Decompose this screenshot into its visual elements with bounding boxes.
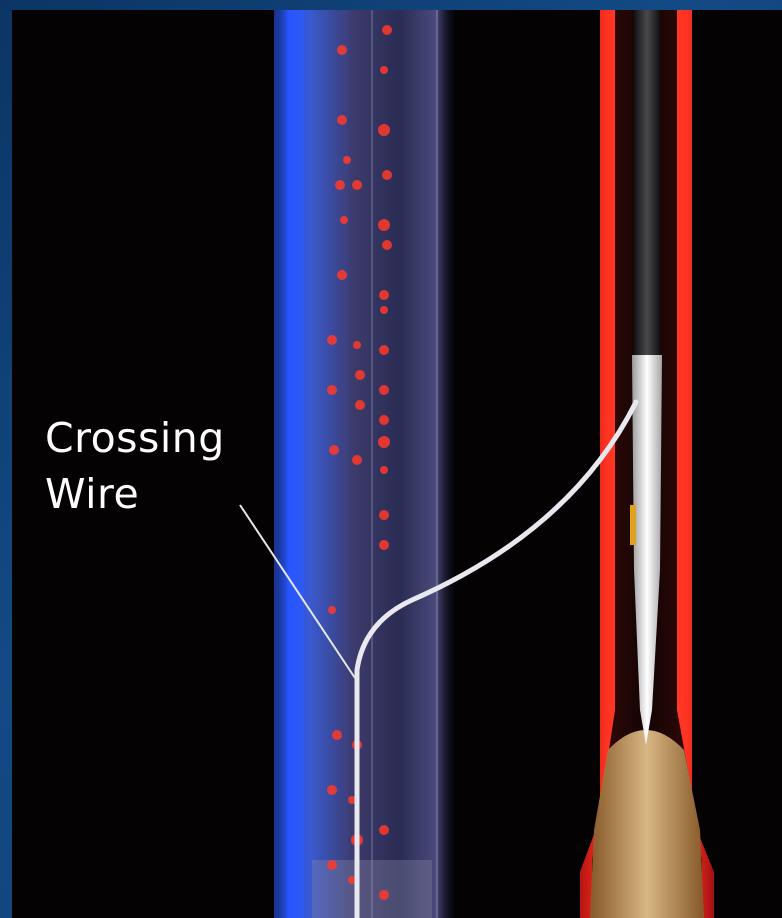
annotation-label: Crossing Wire: [45, 410, 225, 522]
annotation-line-2: Wire: [45, 466, 225, 522]
catheter: [634, 10, 660, 355]
illustration-panel: Crossing Wire: [12, 10, 782, 918]
annotation-line-1: Crossing: [45, 410, 225, 466]
left-vessel-edge: [274, 10, 304, 918]
